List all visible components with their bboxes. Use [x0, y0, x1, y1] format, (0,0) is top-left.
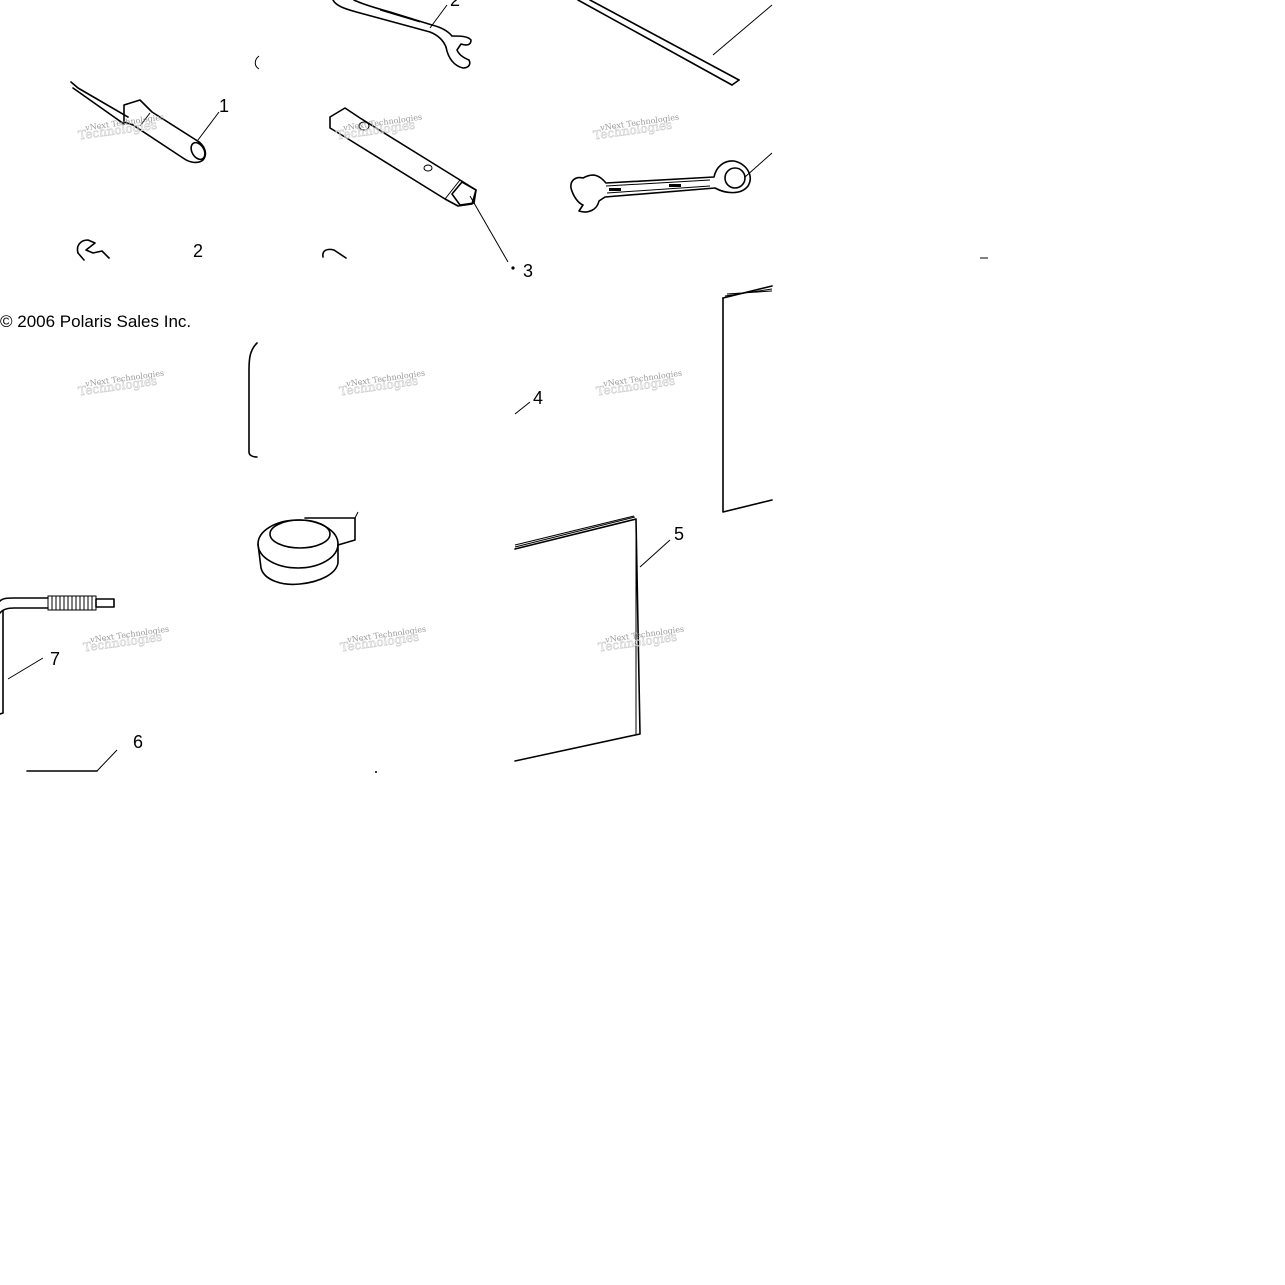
leader-line-7 — [7, 657, 44, 680]
callout-3: 3 — [523, 261, 533, 281]
callout-5: 5 — [674, 524, 684, 544]
callout-6: 6 — [133, 732, 143, 752]
extension-rod — [577, 0, 740, 86]
open-end-wrench-partial — [76, 239, 110, 261]
combination-wrench — [570, 160, 751, 213]
leader-line-1 — [197, 111, 220, 141]
owners-manual-right — [722, 285, 773, 513]
stray-dot — [375, 771, 377, 773]
watermark-8: Technologies vNext Technologies — [339, 625, 427, 655]
tool-pouch-edge — [248, 342, 258, 458]
watermark-6: Technologies vNext Technologies — [595, 369, 683, 399]
stray-mark — [254, 55, 260, 70]
callout-4: 4 — [533, 388, 543, 408]
tube-socket-wrench — [329, 107, 477, 207]
callout-3-dot — [511, 266, 515, 270]
watermark-7: Technologies vNext Technologies — [82, 625, 170, 655]
callout-2-top: 2 — [450, 0, 460, 10]
watermark-9: Technologies vNext Technologies — [597, 625, 685, 655]
owners-manual — [514, 515, 641, 762]
callout-1: 1 — [219, 96, 229, 116]
leader-line-3 — [469, 195, 509, 263]
callout-7: 7 — [50, 649, 60, 669]
open-end-wrench — [332, 0, 472, 69]
leader-line-rod — [712, 4, 773, 56]
copyright-notice: © 2006 Polaris Sales Inc. — [0, 312, 191, 331]
leader-line-5 — [639, 539, 671, 568]
callout-2-lower: 2 — [193, 241, 203, 261]
watermark-4: Technologies vNext Technologies — [77, 369, 165, 399]
tape-roll — [257, 511, 359, 586]
part-6-rod — [26, 749, 118, 772]
watermark-3: Technologies vNext Technologies — [592, 113, 680, 143]
screwdriver — [70, 81, 207, 164]
leader-line-2-top — [429, 4, 448, 29]
partial-curve — [322, 248, 347, 259]
leader-line-wrench-right — [744, 152, 773, 178]
hex-key-tool — [0, 595, 115, 715]
leader-line-4 — [514, 401, 531, 415]
watermark-2: Technologies vNext Technologies — [335, 113, 423, 143]
watermark-5: Technologies vNext Technologies — [338, 369, 426, 399]
